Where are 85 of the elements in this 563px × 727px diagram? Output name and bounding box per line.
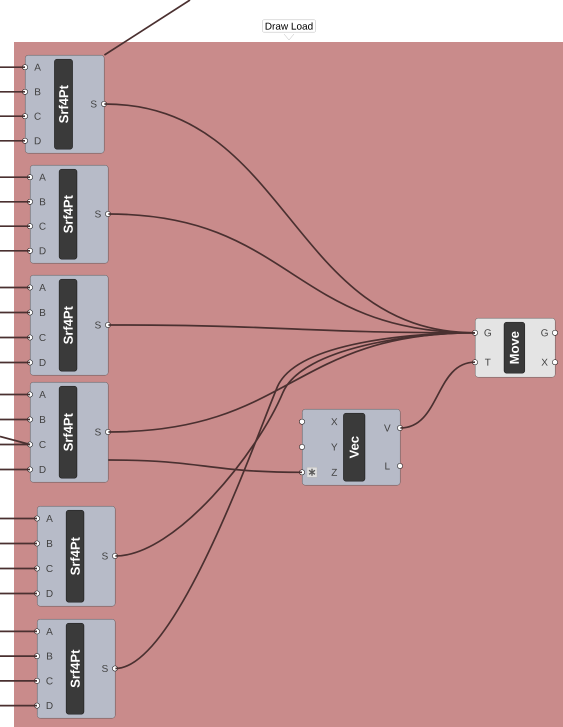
wire: [0, 592, 37, 594]
component-title-bar: Srf4Pt: [58, 279, 78, 372]
wire: [0, 518, 37, 520]
port-label: S: [95, 321, 101, 329]
wire: [0, 704, 37, 706]
port-label: G: [484, 329, 491, 336]
port-label: X: [331, 418, 338, 426]
port-label: S: [102, 552, 108, 560]
wire: [0, 630, 37, 632]
component-title-bar: Srf4Pt: [58, 386, 78, 478]
component-box: [34, 506, 118, 606]
wire: [0, 568, 37, 570]
component-title-bar: Move: [504, 322, 525, 374]
wire: [0, 140, 25, 142]
wire: [0, 436, 30, 446]
port-label: B: [46, 540, 52, 547]
component-title-bar: Srf4Pt: [66, 510, 84, 602]
port-label: T: [484, 358, 491, 366]
wire: [0, 250, 30, 252]
port-label: B: [40, 309, 46, 316]
port-label: C: [46, 564, 53, 572]
wire: [0, 394, 30, 396]
component-box: [34, 619, 118, 718]
wire: [0, 225, 30, 228]
wire: [0, 312, 30, 314]
port-label: D: [40, 359, 46, 366]
port-label: A: [39, 174, 46, 181]
port-label: A: [39, 284, 46, 291]
port-label: S: [95, 428, 101, 436]
port-label: D: [34, 137, 41, 144]
wire: [0, 362, 30, 364]
port-label: S: [95, 210, 101, 218]
wire: [0, 444, 30, 446]
wire: [0, 66, 25, 68]
wire: [0, 468, 30, 470]
port-label: D: [46, 590, 53, 597]
wire: [0, 200, 30, 203]
wire: [0, 655, 37, 657]
port-label: C: [39, 222, 46, 230]
port-label: C: [39, 440, 46, 448]
component-title-bar: Vec: [343, 413, 366, 482]
port-label: B: [46, 652, 52, 660]
port-label: C: [39, 334, 46, 342]
port-label: Z: [332, 468, 338, 476]
port-label: G: [541, 329, 548, 336]
wire: [104, 0, 190, 56]
component-title-bar: Srf4Pt: [54, 59, 73, 150]
node-label: Draw Load: [266, 22, 313, 30]
port-label: A: [46, 515, 53, 522]
component-box: [472, 318, 558, 378]
wire: [0, 115, 25, 118]
wire: [0, 418, 30, 420]
port-label: D: [46, 702, 53, 710]
port-label: C: [46, 677, 53, 684]
port-label: S: [102, 664, 108, 672]
port-label: B: [40, 198, 46, 206]
port-label: Y: [331, 444, 338, 450]
port-label: C: [34, 112, 41, 120]
wire: [0, 680, 37, 682]
port-label: D: [40, 247, 46, 254]
component-box: [22, 55, 107, 154]
port-label: X: [542, 358, 548, 366]
port-label: L: [385, 462, 390, 470]
port-label: B: [40, 416, 46, 423]
wire: [0, 336, 30, 338]
port-label: S: [90, 100, 97, 108]
component-box: [27, 165, 111, 264]
wire: [400, 361, 476, 429]
component-box: [299, 409, 403, 486]
port-label: B: [35, 88, 40, 96]
port-label: A: [39, 391, 46, 398]
component-box: [27, 275, 111, 376]
component-title-bar: Srf4Pt: [58, 169, 78, 260]
wire: [0, 542, 37, 544]
port-label: V: [384, 424, 391, 432]
port-label: A: [46, 628, 53, 635]
port-label: D: [40, 466, 46, 473]
wire: [0, 286, 30, 288]
wire: [0, 90, 25, 93]
component-title-bar: Srf4Pt: [66, 623, 84, 714]
wire: [115, 332, 476, 670]
component-box: [27, 382, 111, 482]
port-label: A: [34, 64, 41, 71]
wire: [108, 459, 302, 474]
wire: [0, 176, 30, 178]
